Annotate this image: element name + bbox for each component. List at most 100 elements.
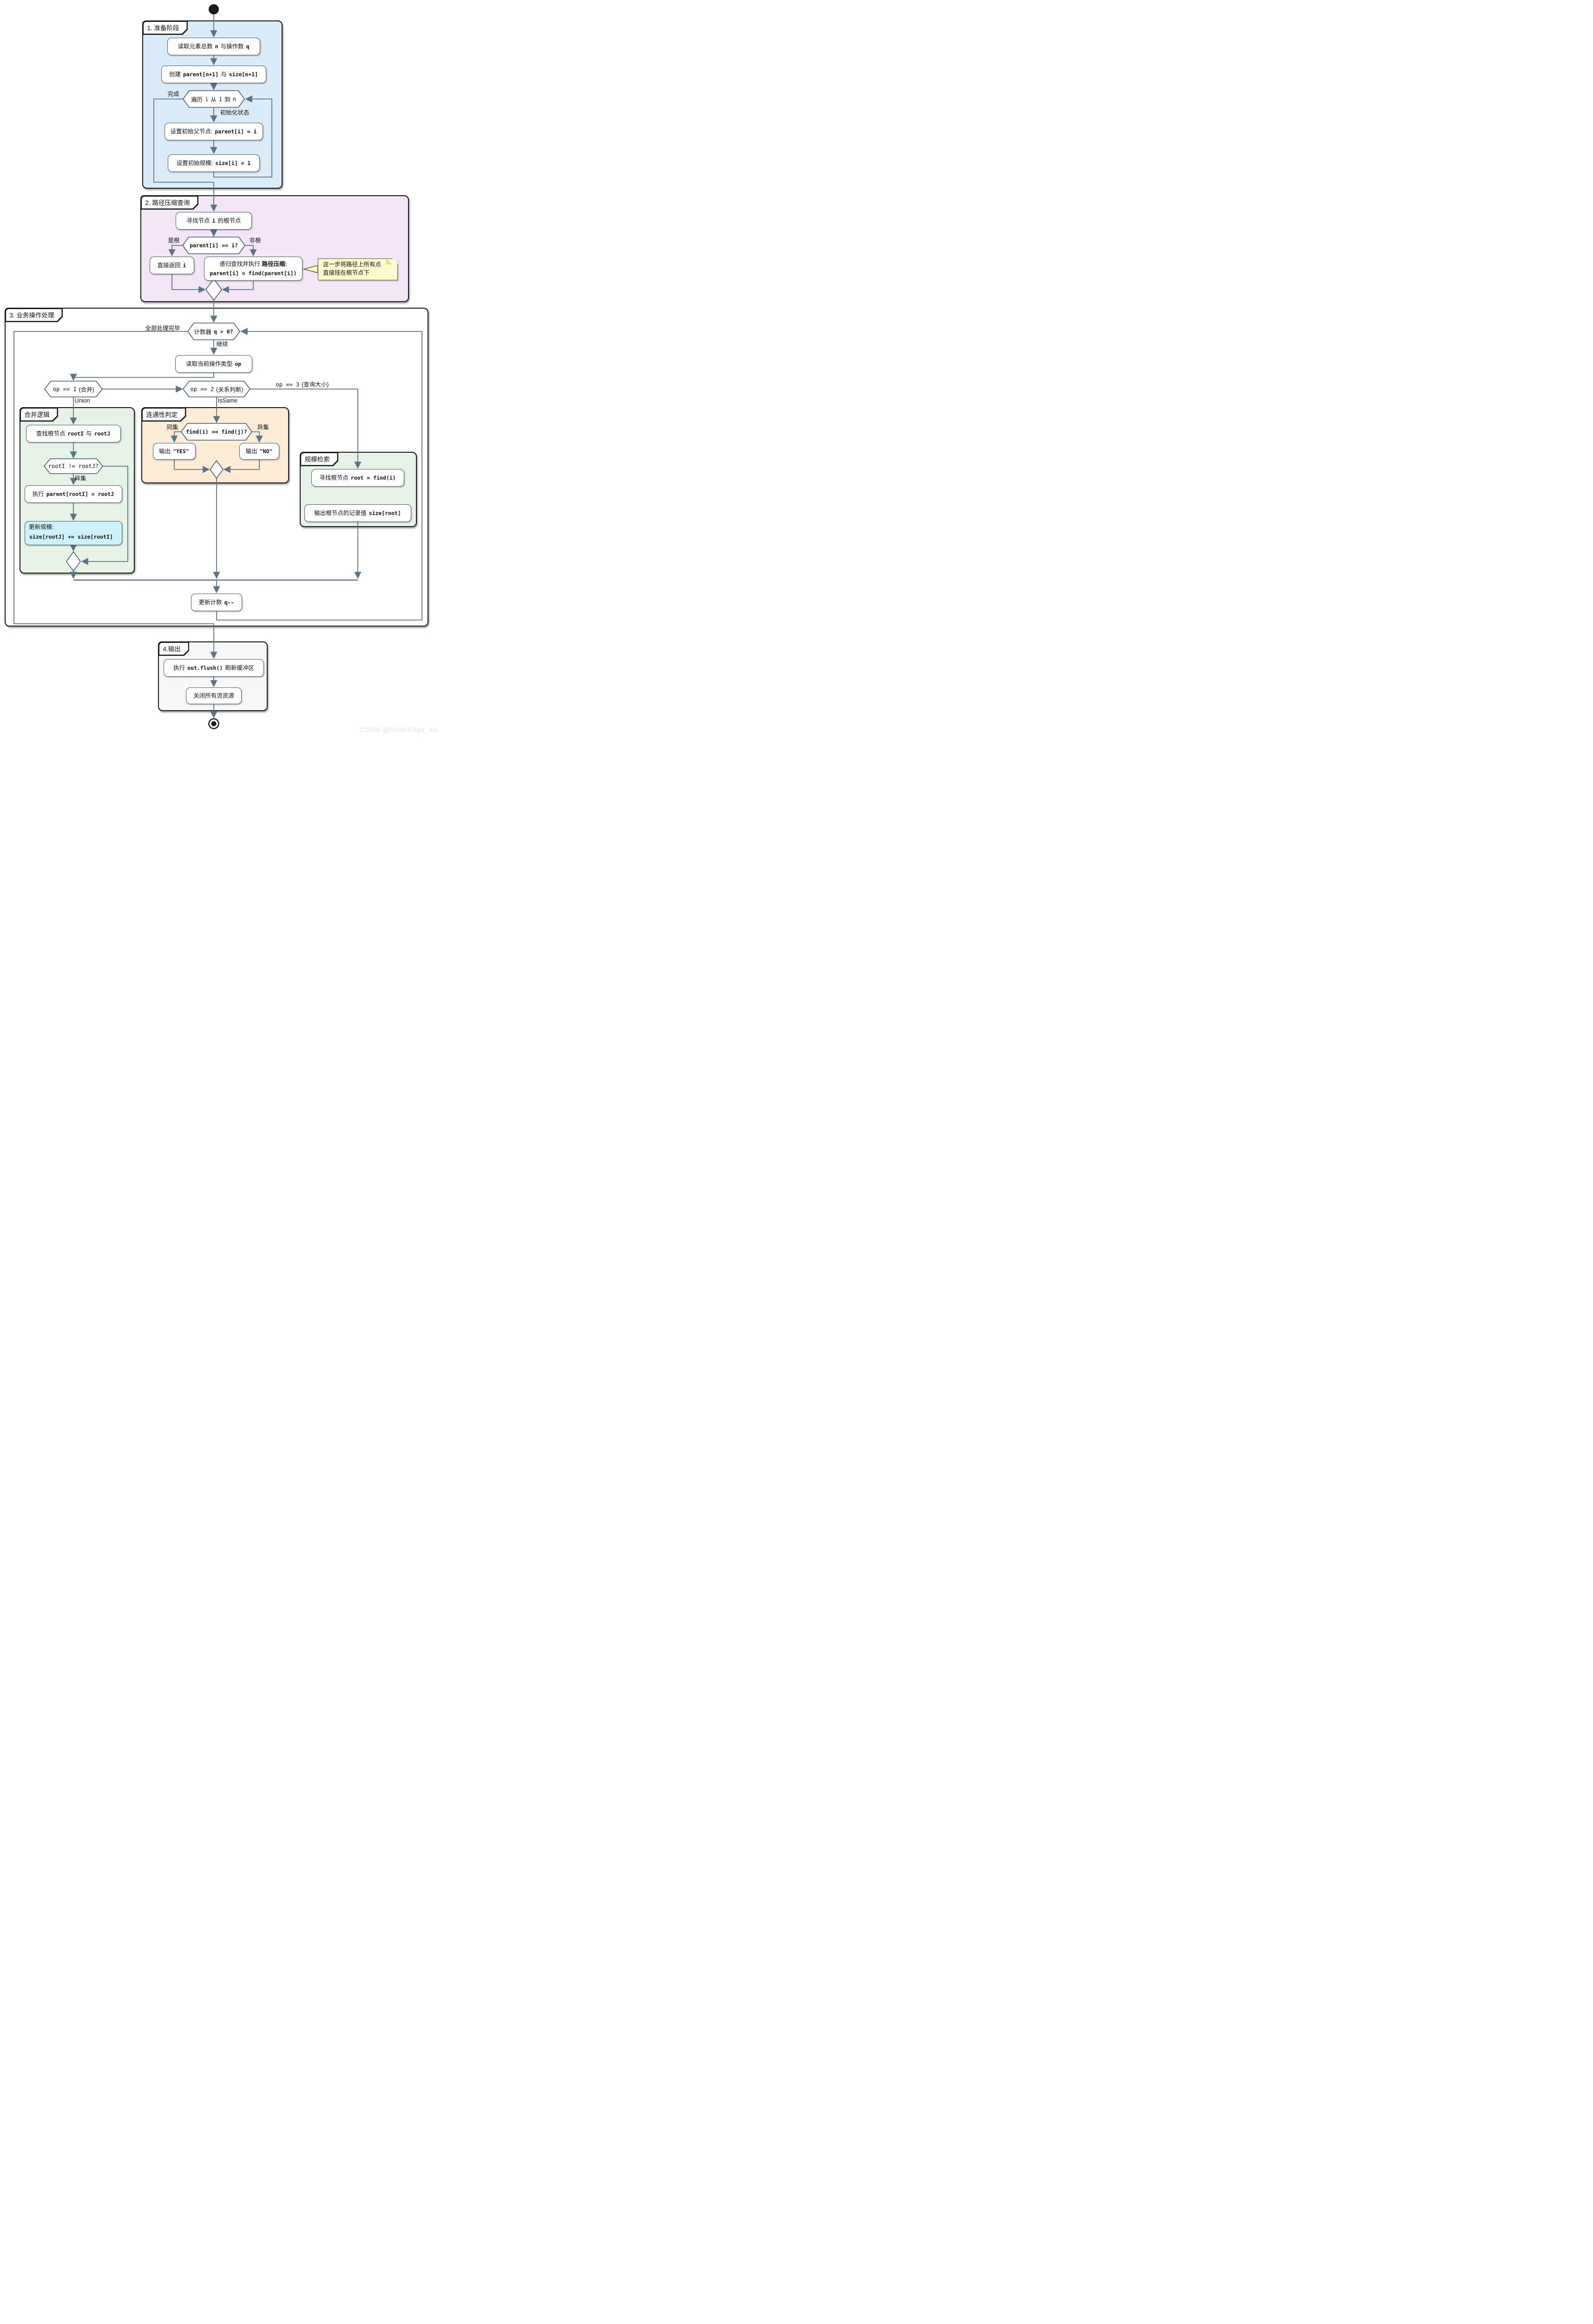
node-text: (关系判断) bbox=[216, 386, 244, 393]
node-code: op bbox=[235, 360, 241, 367]
edge-yes-to-merge bbox=[174, 460, 210, 473]
edge-return-to-merge bbox=[171, 274, 206, 293]
node-code: root = find(i) bbox=[350, 474, 396, 481]
node-text: 创建 bbox=[169, 71, 181, 78]
decision-op1-shape bbox=[44, 381, 103, 397]
edge-label-same-set: 同集 bbox=[166, 424, 178, 431]
partition-title-path-compress: 2. 路径压缩查询 bbox=[140, 195, 198, 210]
node-code: "YES" bbox=[173, 448, 189, 455]
activity-diagram: 1. 准备阶段 2. 路径压缩查询 3. 业务操作处理 合并逻辑 连通性判定 规… bbox=[0, 0, 442, 739]
decision-parent-eq-label: parent[i] == i? bbox=[188, 242, 239, 249]
node-text: (合并) bbox=[79, 386, 94, 393]
edge-label-union: Union bbox=[74, 397, 90, 404]
decision-loop-shape bbox=[183, 90, 245, 108]
partition-title-union-logic: 合并逻辑 bbox=[20, 407, 58, 422]
edge-label-continue: 继续 bbox=[216, 341, 228, 348]
note-fold-icon bbox=[386, 258, 392, 264]
edge-no-to-merge bbox=[223, 460, 260, 473]
edge-label-not-root: 非根 bbox=[249, 237, 261, 244]
edge-ne-false-bypass bbox=[81, 466, 128, 565]
edge-recurse-to-merge bbox=[222, 281, 254, 293]
partition-title-text: 合并逻辑 bbox=[21, 409, 57, 421]
decision-op2-shape bbox=[182, 381, 251, 397]
partition-title-prepare: 1. 准备阶段 bbox=[142, 20, 188, 35]
node-text: 关闭所有流资源 bbox=[193, 692, 234, 699]
node-code: op == 3 bbox=[276, 381, 300, 388]
node-text: 输出 bbox=[159, 448, 171, 455]
node-set-size: 设置初始规模:size[i] = 1 bbox=[168, 154, 260, 172]
node-text: 与操作数 bbox=[220, 43, 244, 50]
edge-op3-branch bbox=[250, 389, 362, 469]
partition-title-business-ops: 3. 业务操作处理 bbox=[5, 308, 63, 322]
note-pointer bbox=[303, 265, 318, 273]
watermark: CSDN @CodeEdge_Xu bbox=[360, 726, 438, 734]
node-code: i bbox=[212, 217, 216, 224]
edge-label-init-state: 初始化状态 bbox=[220, 109, 250, 116]
node-text: 更新规模: bbox=[29, 524, 54, 530]
node-text: 查找根节点 bbox=[36, 430, 66, 437]
start-node bbox=[209, 4, 219, 14]
node-text: 寻找节点 bbox=[186, 217, 210, 224]
edge-repeat-back bbox=[216, 328, 422, 621]
partition-title-text: 3. 业务操作处理 bbox=[6, 309, 62, 321]
node-recurse-compress: 递归查找并执行路径压缩: parent[i] = find(parent[i]) bbox=[204, 257, 303, 281]
node-text: 的根节点 bbox=[217, 217, 241, 224]
decision-rootine-shape bbox=[43, 458, 104, 474]
decision-rootine-label: rootI != rootJ? bbox=[47, 463, 100, 469]
partition-title-text: 1. 准备阶段 bbox=[144, 22, 187, 34]
edge-isroot-branch bbox=[168, 245, 183, 257]
node-code: size[rootJ] += size[rootI] bbox=[29, 533, 113, 540]
edge-label-issame: IsSame bbox=[217, 397, 238, 404]
node-text: (查询大小) bbox=[302, 381, 329, 388]
partition-title-connectivity: 连通性判定 bbox=[141, 407, 186, 422]
node-text: 从 bbox=[211, 96, 217, 103]
node-code: find(i) == find(j)? bbox=[186, 429, 247, 435]
node-code: 1 bbox=[218, 96, 223, 102]
node-code: n bbox=[215, 43, 218, 50]
node-text: 与 bbox=[86, 430, 92, 437]
node-code: parent[i] == i? bbox=[190, 242, 238, 249]
node-code: out.flush() bbox=[187, 664, 223, 671]
connector-layer bbox=[13, 4, 422, 729]
decision-findeq-label: find(i) == find(j)? bbox=[184, 429, 249, 435]
node-update-size: 更新规模: size[rootJ] += size[rootI] bbox=[25, 521, 122, 545]
edge-all-done bbox=[13, 331, 217, 659]
node-code: q bbox=[246, 43, 250, 50]
node-text: 输出 bbox=[245, 448, 257, 455]
edge-label-diff-union: 异集 bbox=[74, 475, 86, 482]
edge-loop-done bbox=[153, 99, 217, 212]
note-line: 直接挂在根节点下 bbox=[323, 269, 370, 276]
node-text: 计数器 bbox=[194, 329, 211, 336]
node-code: parent[rootI] = rootJ bbox=[46, 490, 114, 497]
node-text: 刷新缓冲区 bbox=[225, 664, 254, 671]
node-close-streams: 关闭所有流资源 bbox=[186, 687, 242, 704]
node-text: 读取当前操作类型 bbox=[186, 360, 233, 367]
partition-title-text: 规模检索 bbox=[301, 453, 337, 465]
node-code: size[root] bbox=[369, 509, 401, 516]
node-code: op == 1 bbox=[53, 386, 77, 392]
node-text: 设置初始父节点: bbox=[170, 128, 213, 135]
node-output-yes: 输出"YES" bbox=[153, 443, 196, 460]
node-code: parent[n+1] bbox=[183, 71, 219, 78]
node-text-bold: 路径压缩: bbox=[262, 260, 287, 267]
decision-qgt0-shape bbox=[187, 323, 240, 340]
partition-title-text: 2. 路径压缩查询 bbox=[142, 197, 197, 209]
node-text: 寻找根节点 bbox=[319, 474, 349, 481]
node-code: "NO" bbox=[259, 448, 273, 455]
node-code: size[n+1] bbox=[229, 71, 258, 78]
decision-op2-label: op == 2(关系判断) bbox=[189, 385, 244, 394]
edge-label-done: 完成 bbox=[167, 91, 179, 98]
note-fold-icon bbox=[392, 258, 398, 264]
node-code: op == 2 bbox=[190, 386, 214, 392]
edge-diffset-branch bbox=[252, 431, 263, 443]
partition-title-output: 4.输出 bbox=[158, 641, 189, 656]
